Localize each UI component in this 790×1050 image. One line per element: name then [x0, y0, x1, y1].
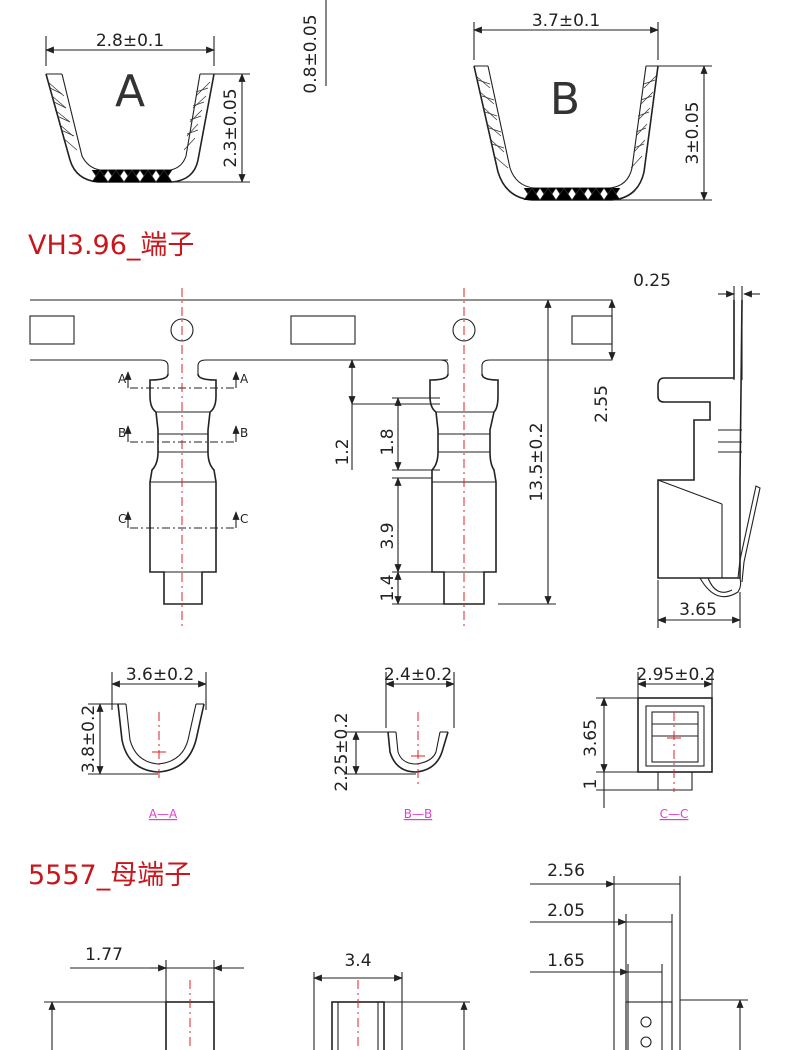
vertical-dimension-chain: 1.2 1.8 3.9 1.4 13.5±0.2 2.55 — [333, 299, 616, 605]
cut-a-right: A — [240, 372, 249, 386]
section-a-letter: A — [115, 66, 145, 117]
dim-1-2: 1.2 — [333, 438, 353, 465]
aa-width: 3.6±0.2 — [126, 665, 194, 685]
dim-0-25: 0.25 — [633, 271, 671, 291]
vh396-heading: VH3.96_端子 — [28, 230, 194, 261]
section-a-height: 2.3±0.05 — [221, 88, 241, 167]
cut-c-right: C — [240, 512, 248, 526]
section-cc: 2.95±0.2 3.65 1 C—C — [581, 665, 716, 821]
cut-c-left: C — [118, 512, 126, 526]
t5557-view-right: 2.56 2.05 1.65 — [530, 861, 748, 1050]
left-terminal: A A B B C C — [118, 371, 249, 605]
section-b-width: 3.7±0.1 — [532, 11, 600, 31]
cut-b-left: B — [118, 426, 126, 440]
cc-base: 1 — [581, 779, 601, 790]
section-b-profile: B 3.7±0.1 3±0.05 — [473, 11, 712, 201]
t5557-dim-2-05: 2.05 — [547, 901, 585, 921]
dim-1-8: 1.8 — [378, 428, 398, 455]
dim-2-55: 2.55 — [592, 385, 612, 423]
bb-width: 2.4±0.2 — [384, 665, 452, 685]
aa-label: A—A — [149, 807, 178, 821]
dim-3-65: 3.65 — [679, 600, 717, 620]
section-a-profile: A 2.8±0.1 2.3±0.05 — [45, 31, 250, 183]
t5557-view-left: 1.77 — [44, 945, 244, 1050]
bb-height: 2.25±0.2 — [332, 712, 352, 791]
t5557-dim-1-65: 1.65 — [547, 951, 585, 971]
t5557-dim-2-56: 2.56 — [547, 861, 585, 881]
cut-b-right: B — [240, 426, 248, 440]
carrier-strip — [29, 299, 613, 374]
dim-total-length: 13.5±0.2 — [527, 422, 547, 501]
bb-label: B—B — [404, 807, 432, 821]
cut-a-left: A — [118, 372, 127, 386]
section-aa: 3.6±0.2 3.8±0.2 A—A — [79, 665, 207, 821]
t5557-heading: 5557_母端子 — [28, 860, 191, 891]
thickness-dimension: 0.8±0.05 — [301, 14, 321, 93]
cc-width: 2.95±0.2 — [636, 665, 715, 685]
dim-1-4: 1.4 — [378, 574, 398, 601]
section-b-height: 3±0.05 — [683, 102, 703, 165]
t5557-dim-1-77: 1.77 — [85, 945, 123, 965]
section-a-width: 2.8±0.1 — [96, 31, 164, 51]
t5557-dim-3-4: 3.4 — [344, 951, 371, 971]
aa-height: 3.8±0.2 — [79, 705, 99, 773]
terminal-side-view: 0.25 3.65 — [633, 271, 761, 628]
cc-height: 3.65 — [581, 719, 601, 757]
section-b-letter: B — [550, 74, 580, 125]
cc-label: C—C — [660, 807, 689, 821]
t5557-view-middle: 3.4 — [313, 951, 470, 1050]
dim-3-9: 3.9 — [378, 522, 398, 549]
section-bb: 2.4±0.2 2.25±0.2 B—B — [332, 665, 455, 821]
